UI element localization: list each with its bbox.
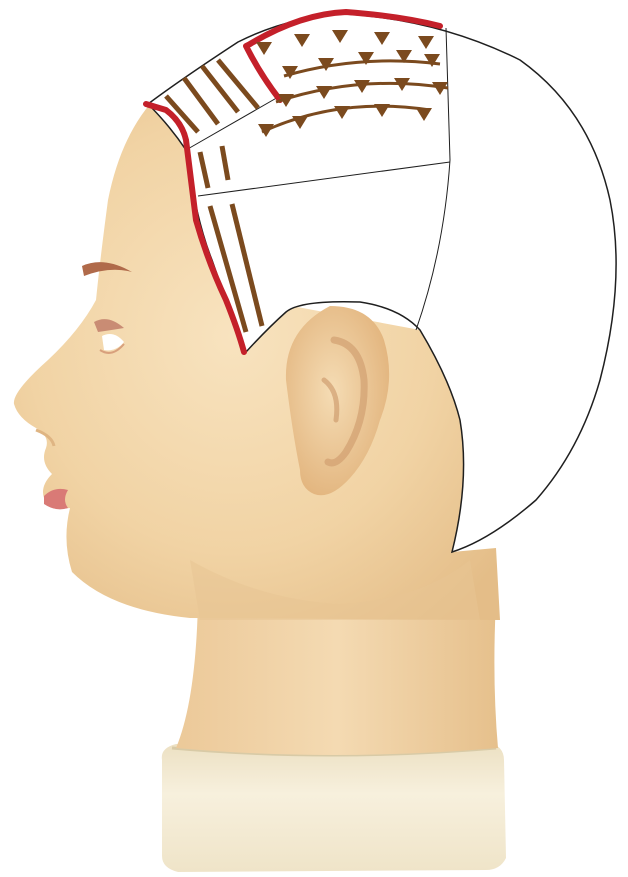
collar-shape (162, 742, 506, 872)
collar (162, 742, 506, 872)
neck (176, 600, 498, 755)
